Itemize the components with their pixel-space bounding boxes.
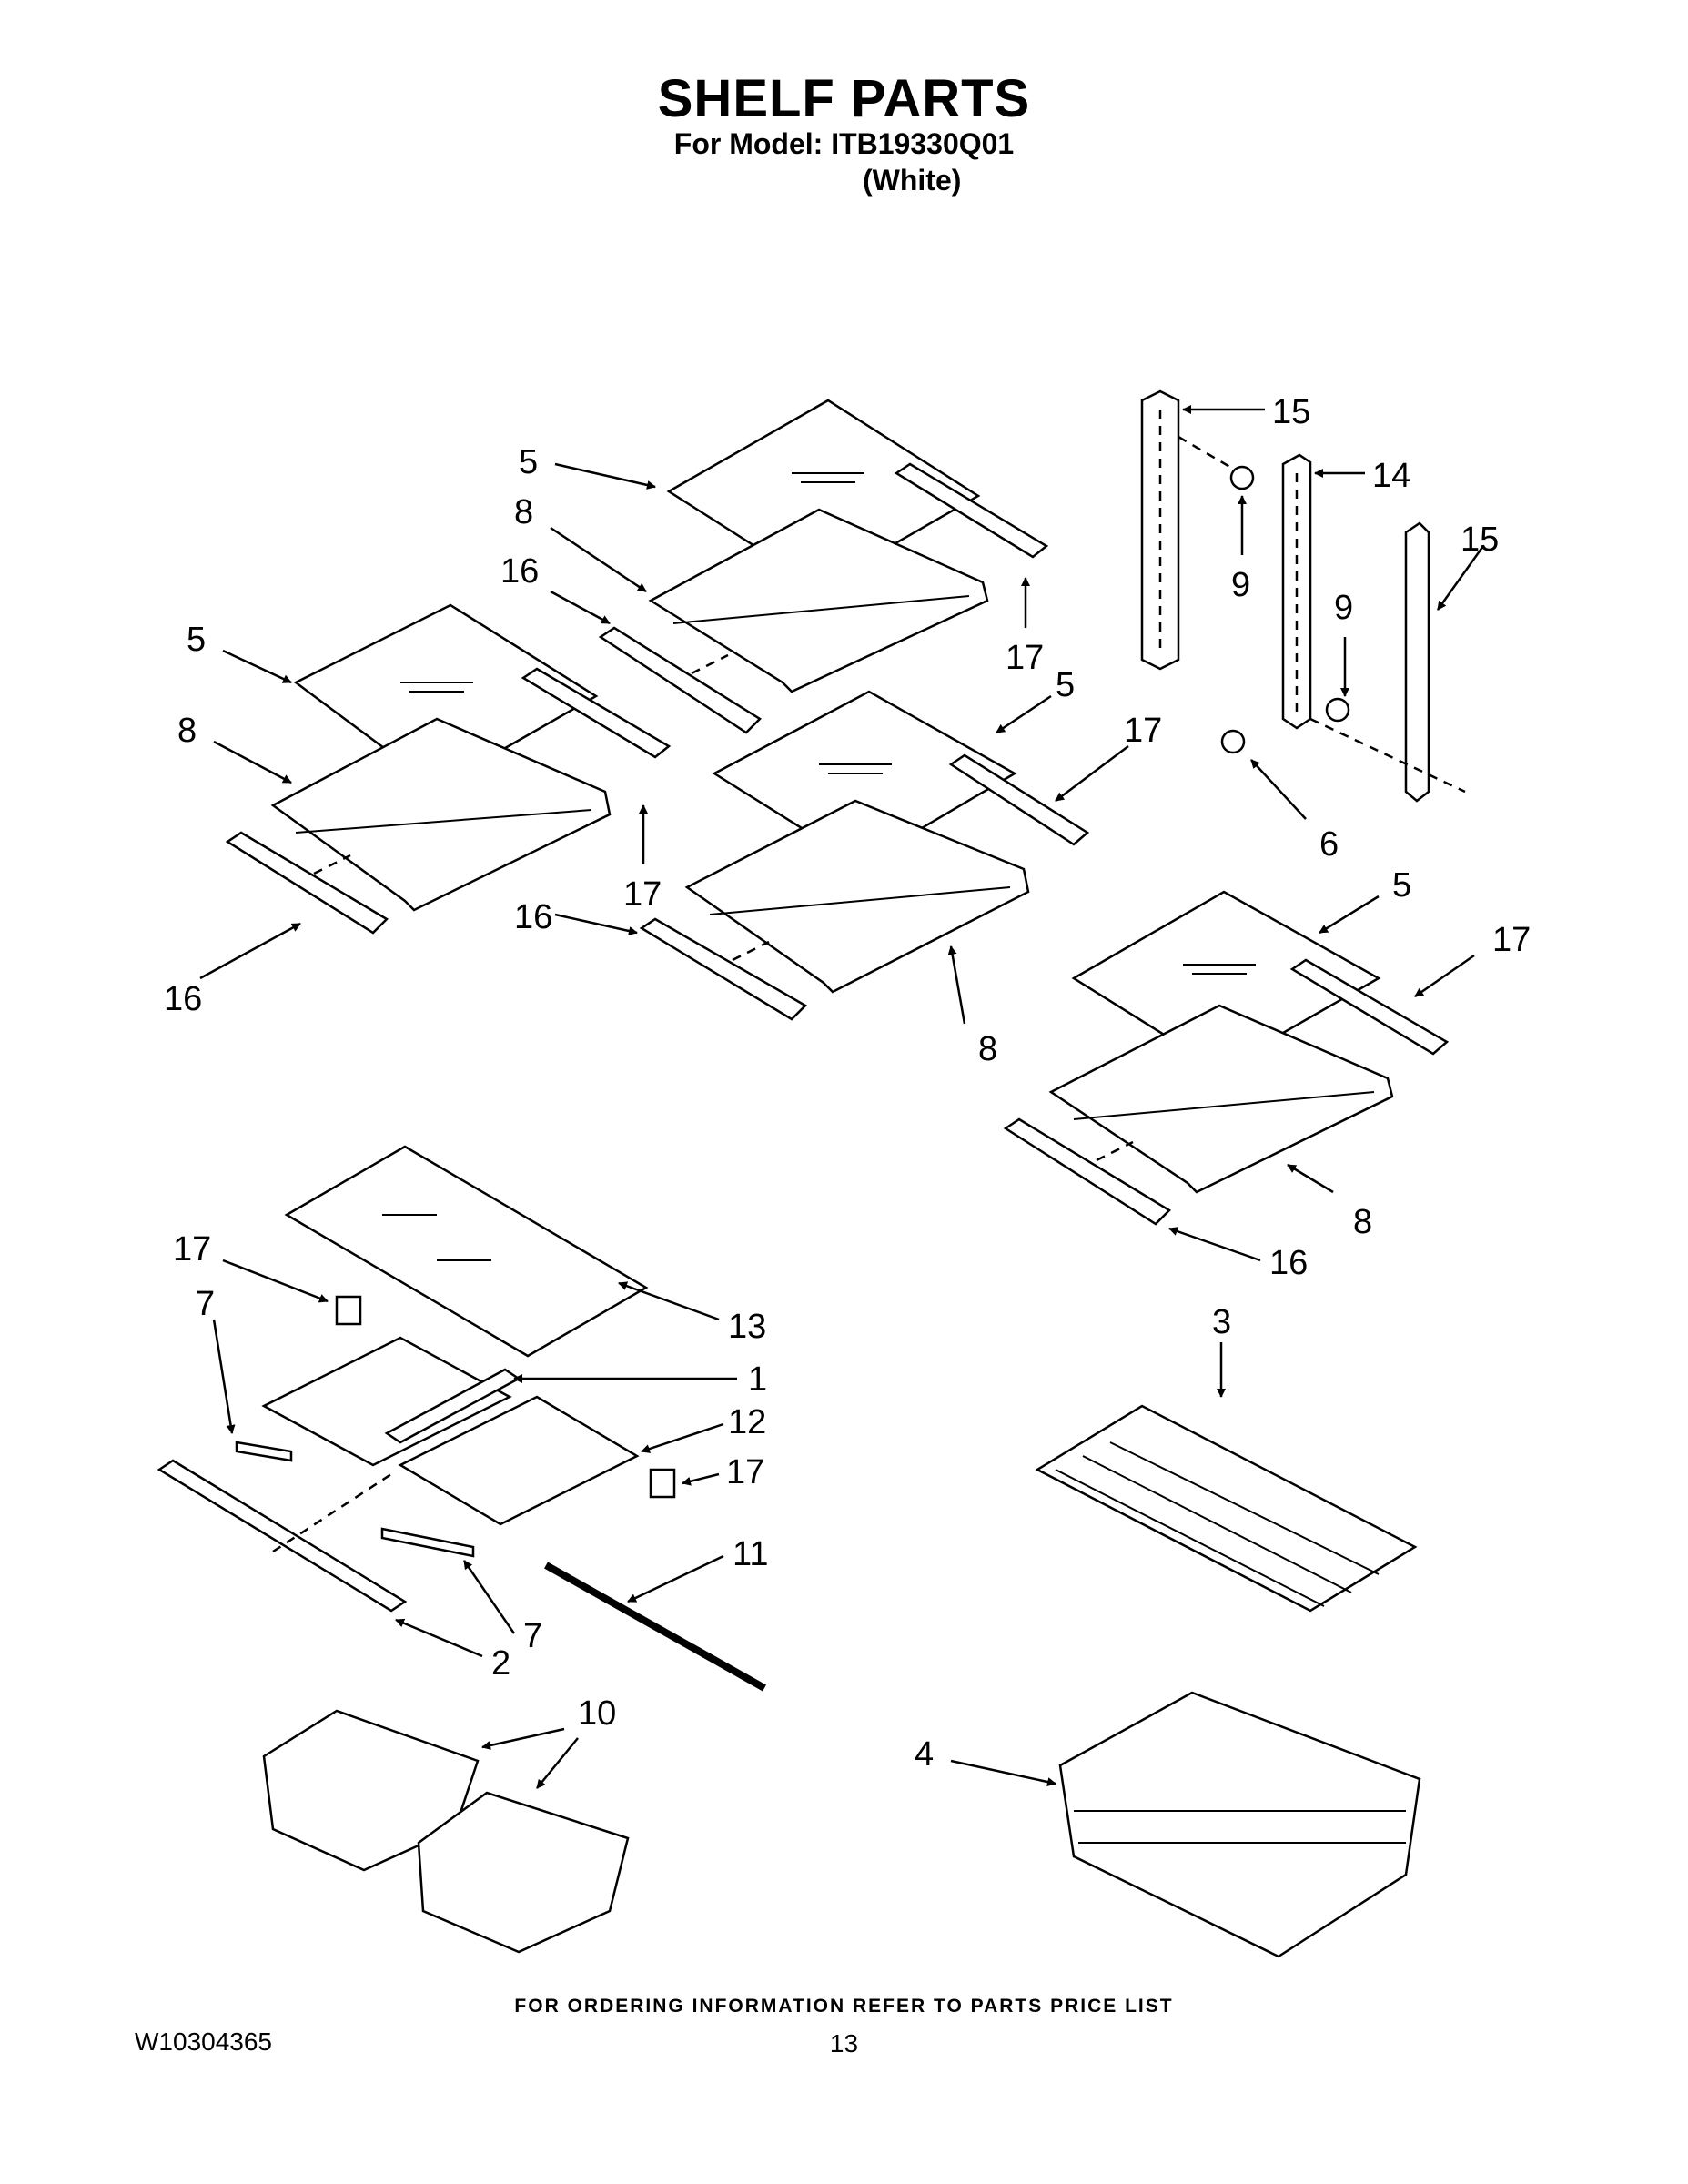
callout-label: 12 — [728, 1403, 766, 1441]
shelf-assembly-right — [1003, 890, 1450, 1226]
crisper-glass — [284, 1145, 649, 1358]
callout-label: 11 — [733, 1535, 768, 1573]
crisper-drawers — [262, 1709, 630, 1954]
wire-shelf-frame — [1035, 1404, 1418, 1613]
callout-label: 14 — [1372, 457, 1410, 495]
callout-label: 2 — [491, 1644, 510, 1683]
callout-label: 17 — [1492, 921, 1531, 959]
shelf-assembly-left — [225, 603, 672, 935]
callout-label: 5 — [187, 621, 206, 659]
shelf-rail — [521, 667, 672, 759]
callout-label: 16 — [1269, 1244, 1308, 1282]
screw-lower-left — [1220, 729, 1246, 754]
screw-lower-right — [1325, 697, 1350, 723]
shelf-frame — [648, 508, 989, 693]
wire-basket-body — [1058, 1691, 1421, 1958]
callout-label: 1 — [748, 1360, 767, 1399]
front-trim — [157, 1459, 408, 1613]
callout-label: 8 — [1353, 1203, 1372, 1241]
callout-label: 17 — [1124, 712, 1162, 750]
callout-label: 16 — [500, 552, 539, 591]
callout-label: 17 — [173, 1230, 211, 1269]
wire-shelf — [1035, 1404, 1418, 1613]
crisper-frame-left — [261, 1336, 512, 1467]
callout-label: 6 — [1319, 825, 1339, 864]
page-title: SHELF PARTS — [657, 69, 1031, 128]
wire-basket — [1058, 1691, 1421, 1958]
crisper-assembly — [157, 1145, 766, 1692]
clip-left — [335, 1295, 362, 1326]
callout-label: 17 — [623, 875, 662, 914]
callout-label: 17 — [1006, 639, 1044, 677]
shelf-frame — [1048, 1004, 1394, 1194]
shelf-rail — [1289, 958, 1450, 1056]
shelf-trim — [1003, 1117, 1172, 1226]
shelf-trim — [639, 917, 808, 1021]
callout-label: 8 — [177, 712, 197, 750]
page-number: 13 — [829, 2029, 859, 2058]
slide-right — [380, 1527, 475, 1558]
shelf-frame — [684, 799, 1030, 994]
color-line: (White) — [863, 164, 962, 197]
callout-label: 15 — [1272, 393, 1310, 431]
ladder-right — [1404, 521, 1430, 803]
callout-label: 5 — [1056, 666, 1075, 704]
shelf-ladders — [1140, 389, 1466, 803]
callout-labels: 5 8 16 17 5 8 17 16 5 17 16 8 15 14 15 9… — [164, 393, 1531, 1774]
crisper-drawer-right — [417, 1791, 630, 1954]
screw-upper — [1229, 465, 1255, 490]
shelf-rail — [948, 753, 1090, 846]
callout-label: 16 — [164, 980, 202, 1018]
shelf-trim — [598, 626, 762, 734]
rod — [544, 1562, 766, 1692]
callout-label: 9 — [1334, 589, 1353, 627]
callout-label: 5 — [519, 443, 538, 481]
callout-label: 8 — [514, 493, 533, 531]
clip-right — [649, 1468, 676, 1499]
callout-label: 13 — [728, 1308, 766, 1346]
leader-lines — [199, 405, 1485, 1789]
shelf-rail — [894, 462, 1049, 559]
callout-label: 16 — [514, 898, 552, 936]
callout-label: 4 — [915, 1735, 934, 1774]
shelf-assembly-upper — [598, 399, 1049, 734]
model-line: For Model: ITB19330Q01 — [673, 127, 1015, 160]
callout-label: 10 — [578, 1694, 616, 1733]
callout-label: 17 — [726, 1453, 764, 1491]
callout-label: 3 — [1212, 1303, 1231, 1341]
callout-label: 8 — [978, 1030, 997, 1068]
shelf-frame — [270, 717, 612, 912]
callout-label: 5 — [1392, 866, 1411, 905]
crisper-frame-right — [398, 1395, 640, 1526]
shelf-trim — [225, 831, 389, 935]
slide-left — [235, 1441, 293, 1462]
document-number: W10304365 — [135, 2027, 273, 2056]
callout-label: 15 — [1461, 521, 1499, 559]
callout-label: 9 — [1231, 566, 1250, 604]
callout-label: 7 — [196, 1285, 215, 1323]
ordering-note: FOR ORDERING INFORMATION REFER TO PARTS … — [514, 1996, 1174, 2017]
callout-label: 7 — [523, 1617, 542, 1655]
shelf-assembly-center — [639, 690, 1090, 1021]
